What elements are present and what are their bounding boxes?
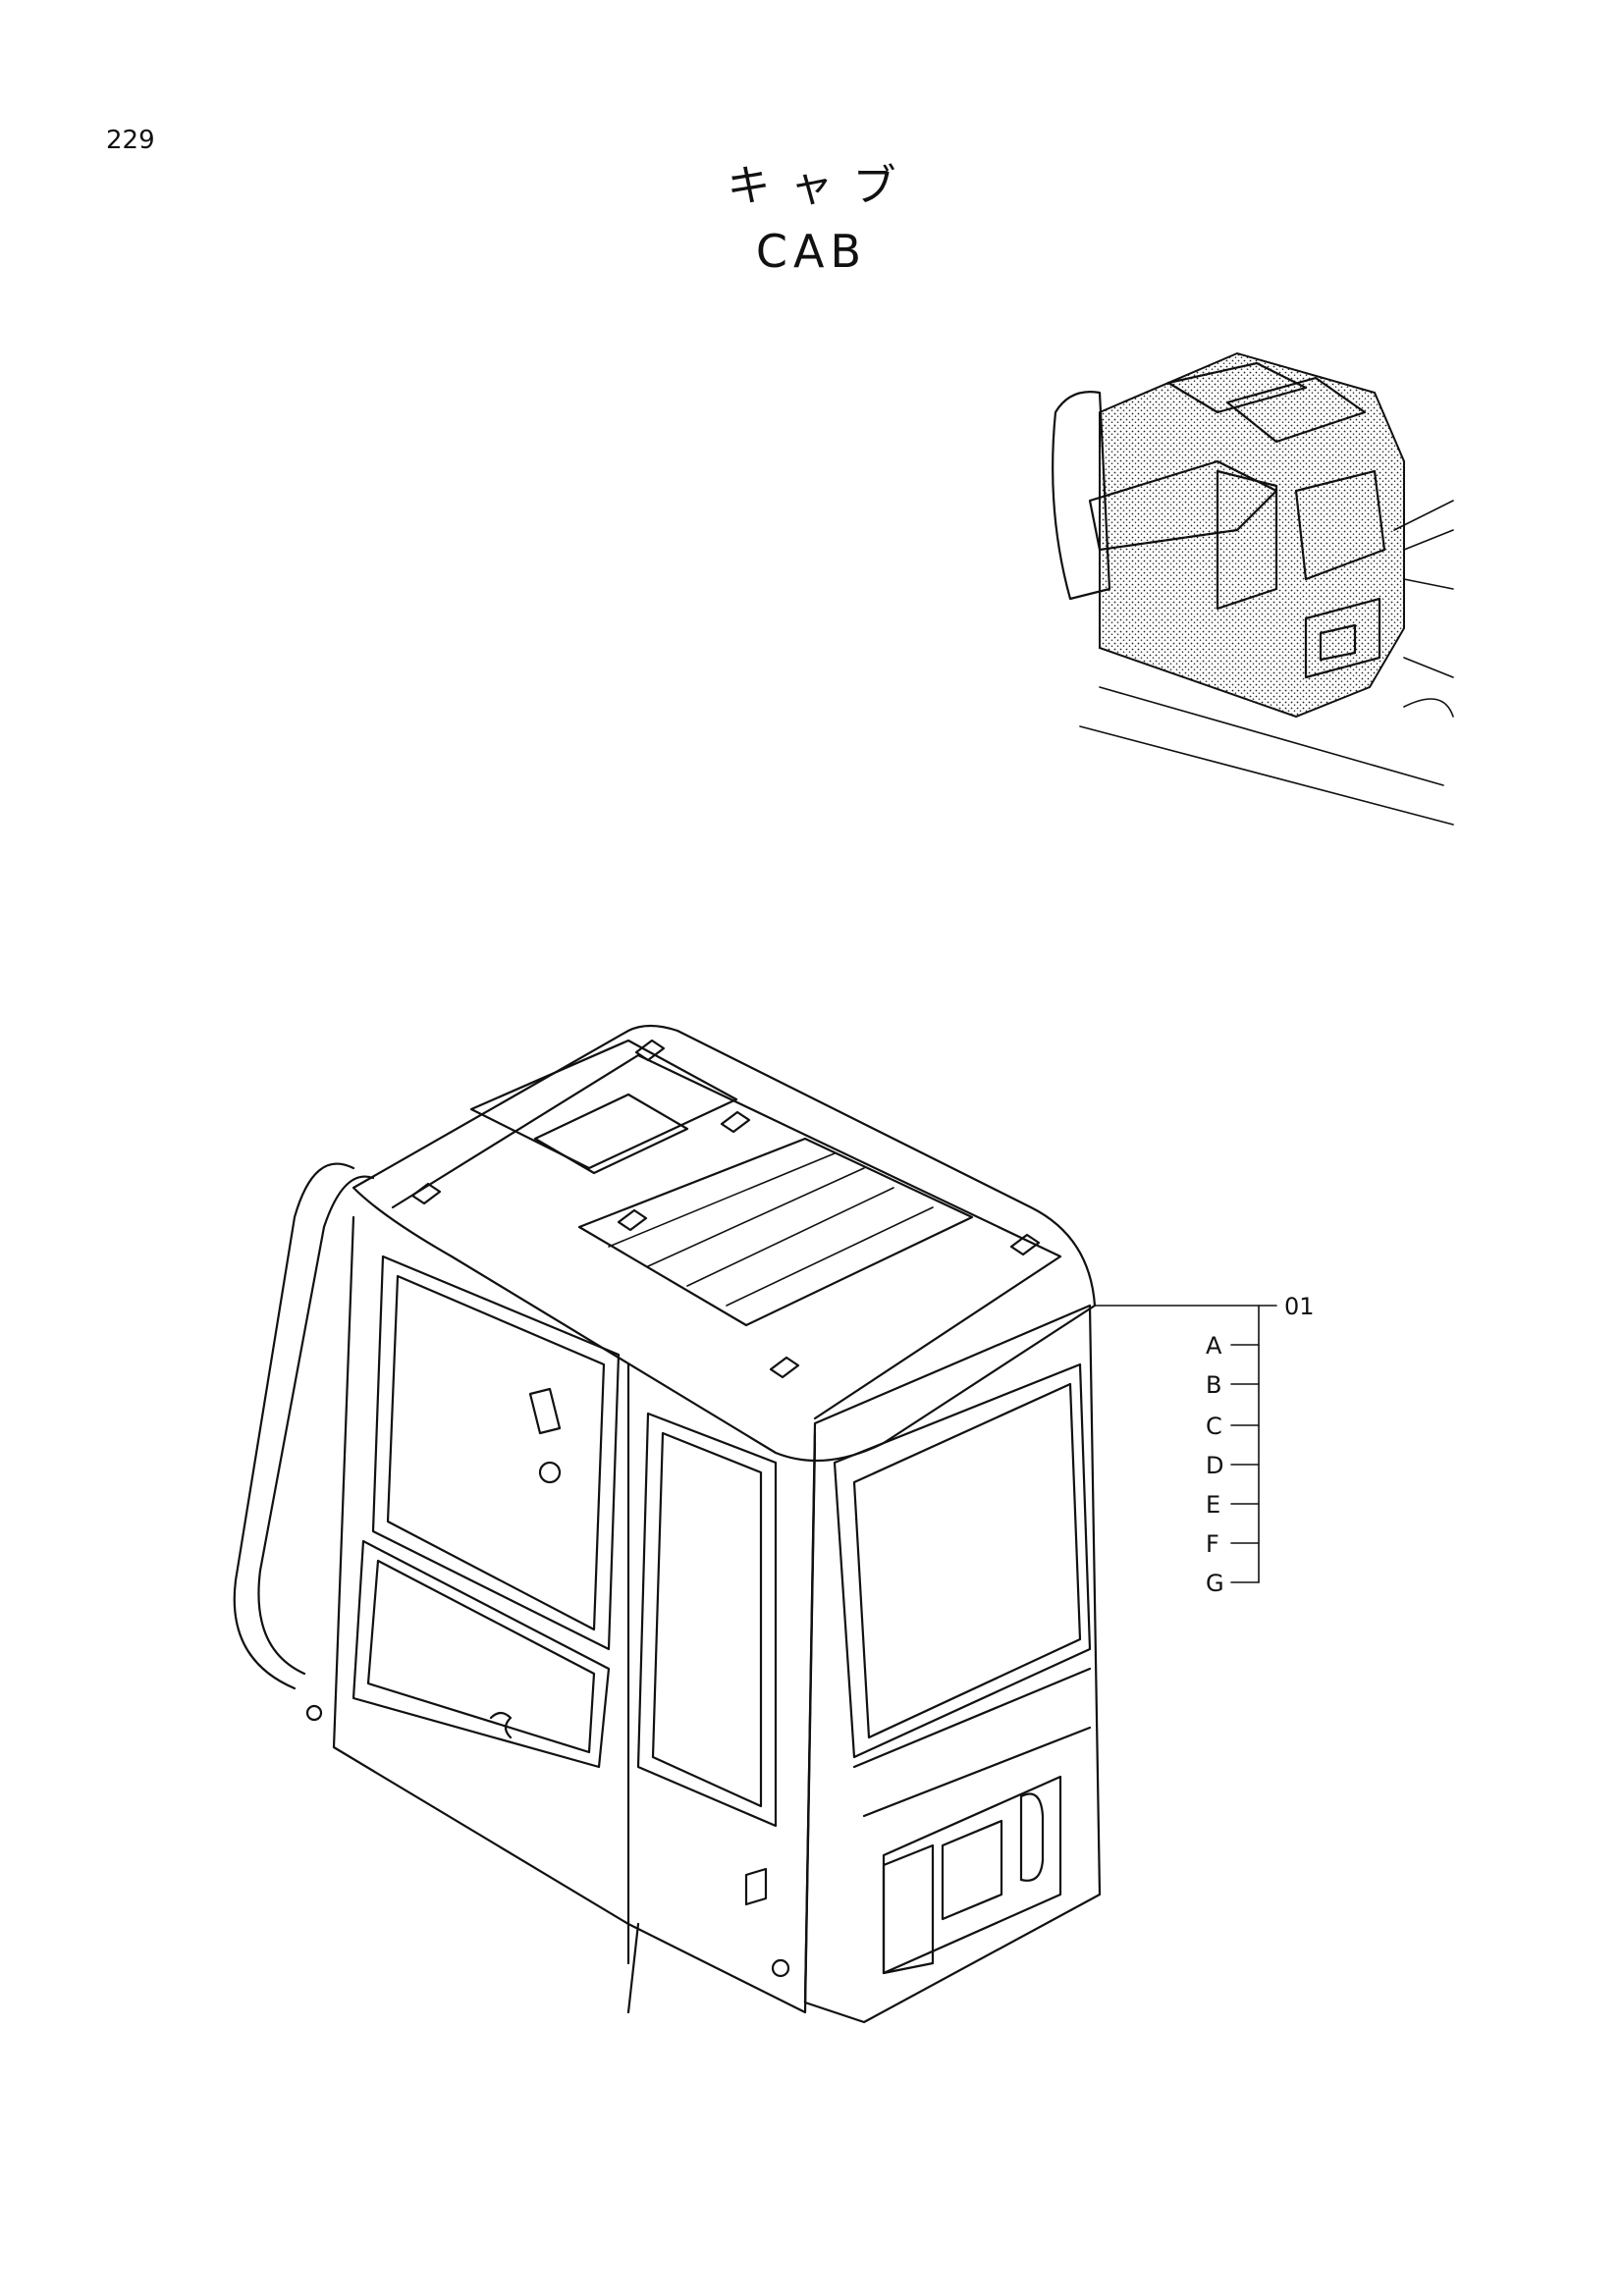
title-block: キャブ CAB bbox=[0, 157, 1623, 281]
callout-f: F bbox=[1206, 1530, 1219, 1558]
callout-d: D bbox=[1206, 1452, 1223, 1479]
callout-a: A bbox=[1206, 1332, 1222, 1360]
callout-01: 01 bbox=[1284, 1293, 1315, 1320]
title-english: CAB bbox=[755, 225, 868, 278]
cab-drawing bbox=[233, 1024, 1102, 2024]
locator-thumbnail bbox=[1052, 351, 1454, 826]
title-japanese: キャブ bbox=[727, 161, 916, 211]
page-number: 229 bbox=[106, 126, 155, 155]
callout-e: E bbox=[1206, 1491, 1220, 1519]
callout-group: 01 A B C D E F G bbox=[1094, 1293, 1315, 1597]
callout-b: B bbox=[1206, 1371, 1221, 1399]
callout-c: C bbox=[1206, 1413, 1222, 1440]
callout-g: G bbox=[1206, 1570, 1224, 1597]
